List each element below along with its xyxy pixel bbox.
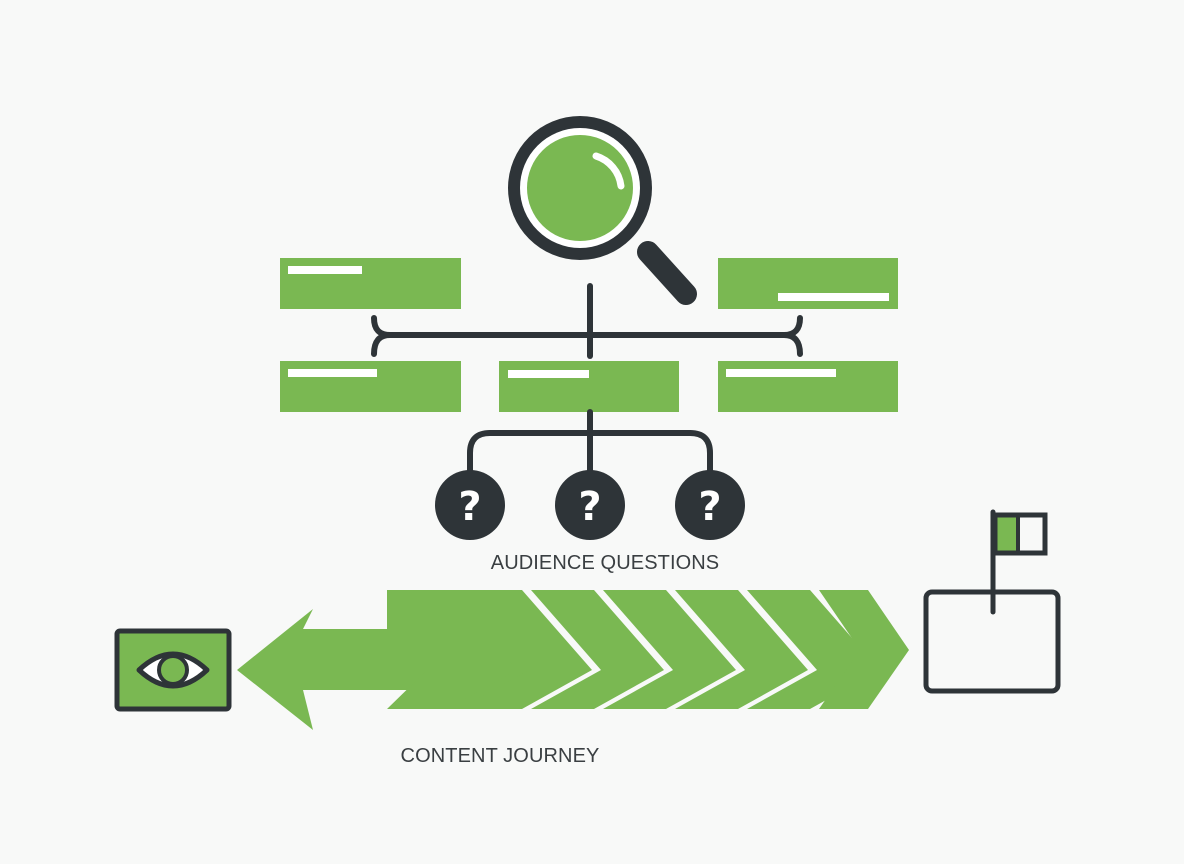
question-tree-connectors xyxy=(467,409,713,475)
top-tree-connectors xyxy=(371,283,803,359)
topic-box-mid-center xyxy=(499,361,679,412)
question-mark: ? xyxy=(578,484,601,530)
chevron-4 xyxy=(675,590,808,709)
question-circle-1: ? xyxy=(435,470,505,540)
magnifying-glass-icon xyxy=(508,116,697,305)
question-mark: ? xyxy=(458,484,481,530)
flag-icon xyxy=(923,509,1061,694)
question-circles: ? ? ? xyxy=(435,470,745,540)
content-journey-arrow xyxy=(237,590,909,730)
question-circle-2: ? xyxy=(555,470,625,540)
chevron-1 xyxy=(459,590,592,709)
eye-icon xyxy=(114,628,232,712)
content-journey-label: CONTENT JOURNEY xyxy=(401,745,600,767)
chevron-3 xyxy=(603,590,736,709)
question-mark: ? xyxy=(698,484,721,530)
topic-box-mid-right xyxy=(718,361,898,412)
chevron-2 xyxy=(531,590,664,709)
question-circle-3: ? xyxy=(675,470,745,540)
audience-questions-label: AUDIENCE QUESTIONS xyxy=(491,552,720,574)
topic-boxes xyxy=(280,258,898,412)
topic-box-top-right xyxy=(718,258,898,309)
topic-box-mid-left xyxy=(280,361,461,412)
arrow-shaft xyxy=(387,590,517,709)
topic-box-top-left xyxy=(280,258,461,309)
chevron-6 xyxy=(819,590,909,709)
